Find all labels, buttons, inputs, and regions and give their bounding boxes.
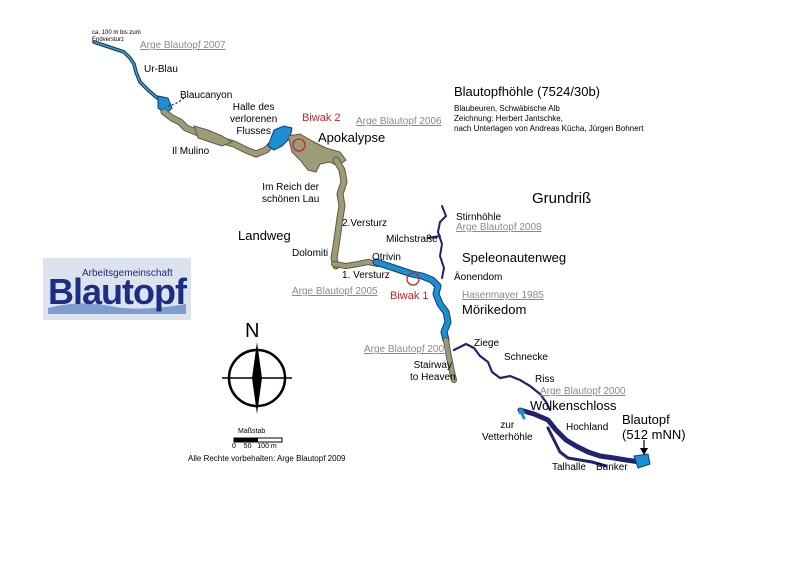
survey-hasenmayer: Hasenmayer 1985: [462, 290, 544, 301]
label-halle: Halle des verlorenen Flusses: [230, 102, 278, 137]
scale-bar-fill: [234, 438, 258, 442]
passage-talhalle: [546, 426, 608, 468]
label-endversturz: ca. 100 m bis zum Endversturz: [92, 30, 141, 43]
survey-arge-2005: Arge Blautopf 2005: [292, 286, 378, 297]
survey-arge-2000: Arge Blautopf 2000: [540, 386, 626, 397]
vetterhoehle-arrow-head: [518, 408, 526, 414]
passage-dolomiti-fill: [332, 260, 380, 268]
survey-arge-2007: Arge Blautopf 2007: [140, 40, 226, 51]
passage-deep: [452, 342, 552, 412]
label-ziege: Ziege: [474, 338, 500, 349]
title-drawing: Zeichnung: Herbert Jantschke,: [454, 114, 563, 123]
label-schnecke: Schnecke: [504, 352, 548, 363]
label-moerikedom: Mörikedom: [462, 302, 527, 317]
label-zur-vetterhoehle: zur Vetterhöhle: [482, 420, 533, 443]
label-blautopf: Blautopf (512 mNN): [622, 412, 686, 442]
passage-lau-fill: [331, 157, 347, 269]
map-heading: Grundriß: [532, 190, 592, 207]
title-sources: nach Unterlagen von Andreas Kücha, Jürge…: [454, 124, 644, 133]
passage-ur-blau-water: [93, 41, 161, 101]
label-speleonautenweg: Speleonautenweg: [462, 250, 567, 265]
chamber-halle-water: [267, 125, 293, 151]
label-bunker: Bunker: [596, 462, 628, 473]
label-milchstrasse: Milchstraße: [386, 234, 438, 245]
survey-arge-2008-b: Arge Blautopf 2008: [364, 344, 450, 355]
label-versturz-2: 2.Versturz: [342, 218, 388, 229]
blaucanyon-side-passage: [167, 95, 187, 107]
chamber-il-mulino: [193, 125, 234, 147]
logo-wave: [48, 303, 186, 314]
passage-hochland: [517, 407, 643, 465]
label-stairway: Stairway to Heaven: [410, 360, 456, 383]
logo-subtitle: Arbeitsgemeinschaft: [82, 268, 173, 279]
label-landweg: Landweg: [238, 228, 291, 243]
label-talhalle: Talhalle: [552, 462, 586, 473]
label-wolkenschloss: Wolkenschloss: [530, 398, 617, 413]
logo-title: Blautopf: [48, 271, 187, 312]
label-biwak-2: Biwak 2: [302, 112, 341, 124]
map-title: Blautopfhöhle (7524/30b): [454, 84, 601, 99]
north-label: N: [245, 320, 260, 342]
label-hochland: Hochland: [566, 422, 609, 433]
label-otrivin: Otrivin: [372, 252, 401, 263]
label-aeonendom: Äonendom: [454, 272, 503, 283]
biwak-2-marker: [292, 138, 306, 152]
compass-needle: [252, 342, 262, 414]
passage-speleonauten-water-fill: [373, 259, 451, 343]
chamber-apokalypse: [287, 133, 347, 173]
label-blaucanyon: Blaucanyon: [180, 90, 233, 101]
survey-arge-2006: Arge Blautopf 2006: [356, 116, 442, 127]
blautopf-arrow-head: [640, 448, 648, 455]
sump-blaucanyon: [157, 95, 173, 115]
blautopf-spring: [633, 453, 651, 469]
label-dolomiti: Dolomiti: [292, 248, 329, 259]
label-stirnhoehle: Stirnhöhle: [456, 212, 502, 223]
scale-label: Maßstab: [238, 428, 266, 435]
passage-stairway-fill: [444, 338, 456, 382]
label-ur-blau: Ur-Blau: [144, 64, 178, 75]
label-reich-der-lau: Im Reich der schönen Lau: [262, 182, 320, 205]
title-place: Blaubeuren, Schwäbische Alb: [454, 104, 560, 113]
label-il-mulino: Il Mulino: [172, 146, 210, 157]
scale-ticks: 0 50 100 m: [232, 443, 277, 450]
label-riss: Riss: [535, 374, 555, 385]
survey-arge-2008-a: Arge Blautopf 2008: [456, 222, 542, 233]
biwak-1-marker: [406, 272, 420, 286]
label-versturz-1: 1. Versturz: [342, 270, 390, 281]
label-biwak-1: Biwak 1: [390, 290, 429, 302]
label-apokalypse: Apokalypse: [318, 130, 386, 145]
copyright-credit: Alle Rechte vorbehalten: Arge Blautopf 2…: [188, 454, 346, 463]
passage-stirnhoehle: [427, 205, 447, 279]
